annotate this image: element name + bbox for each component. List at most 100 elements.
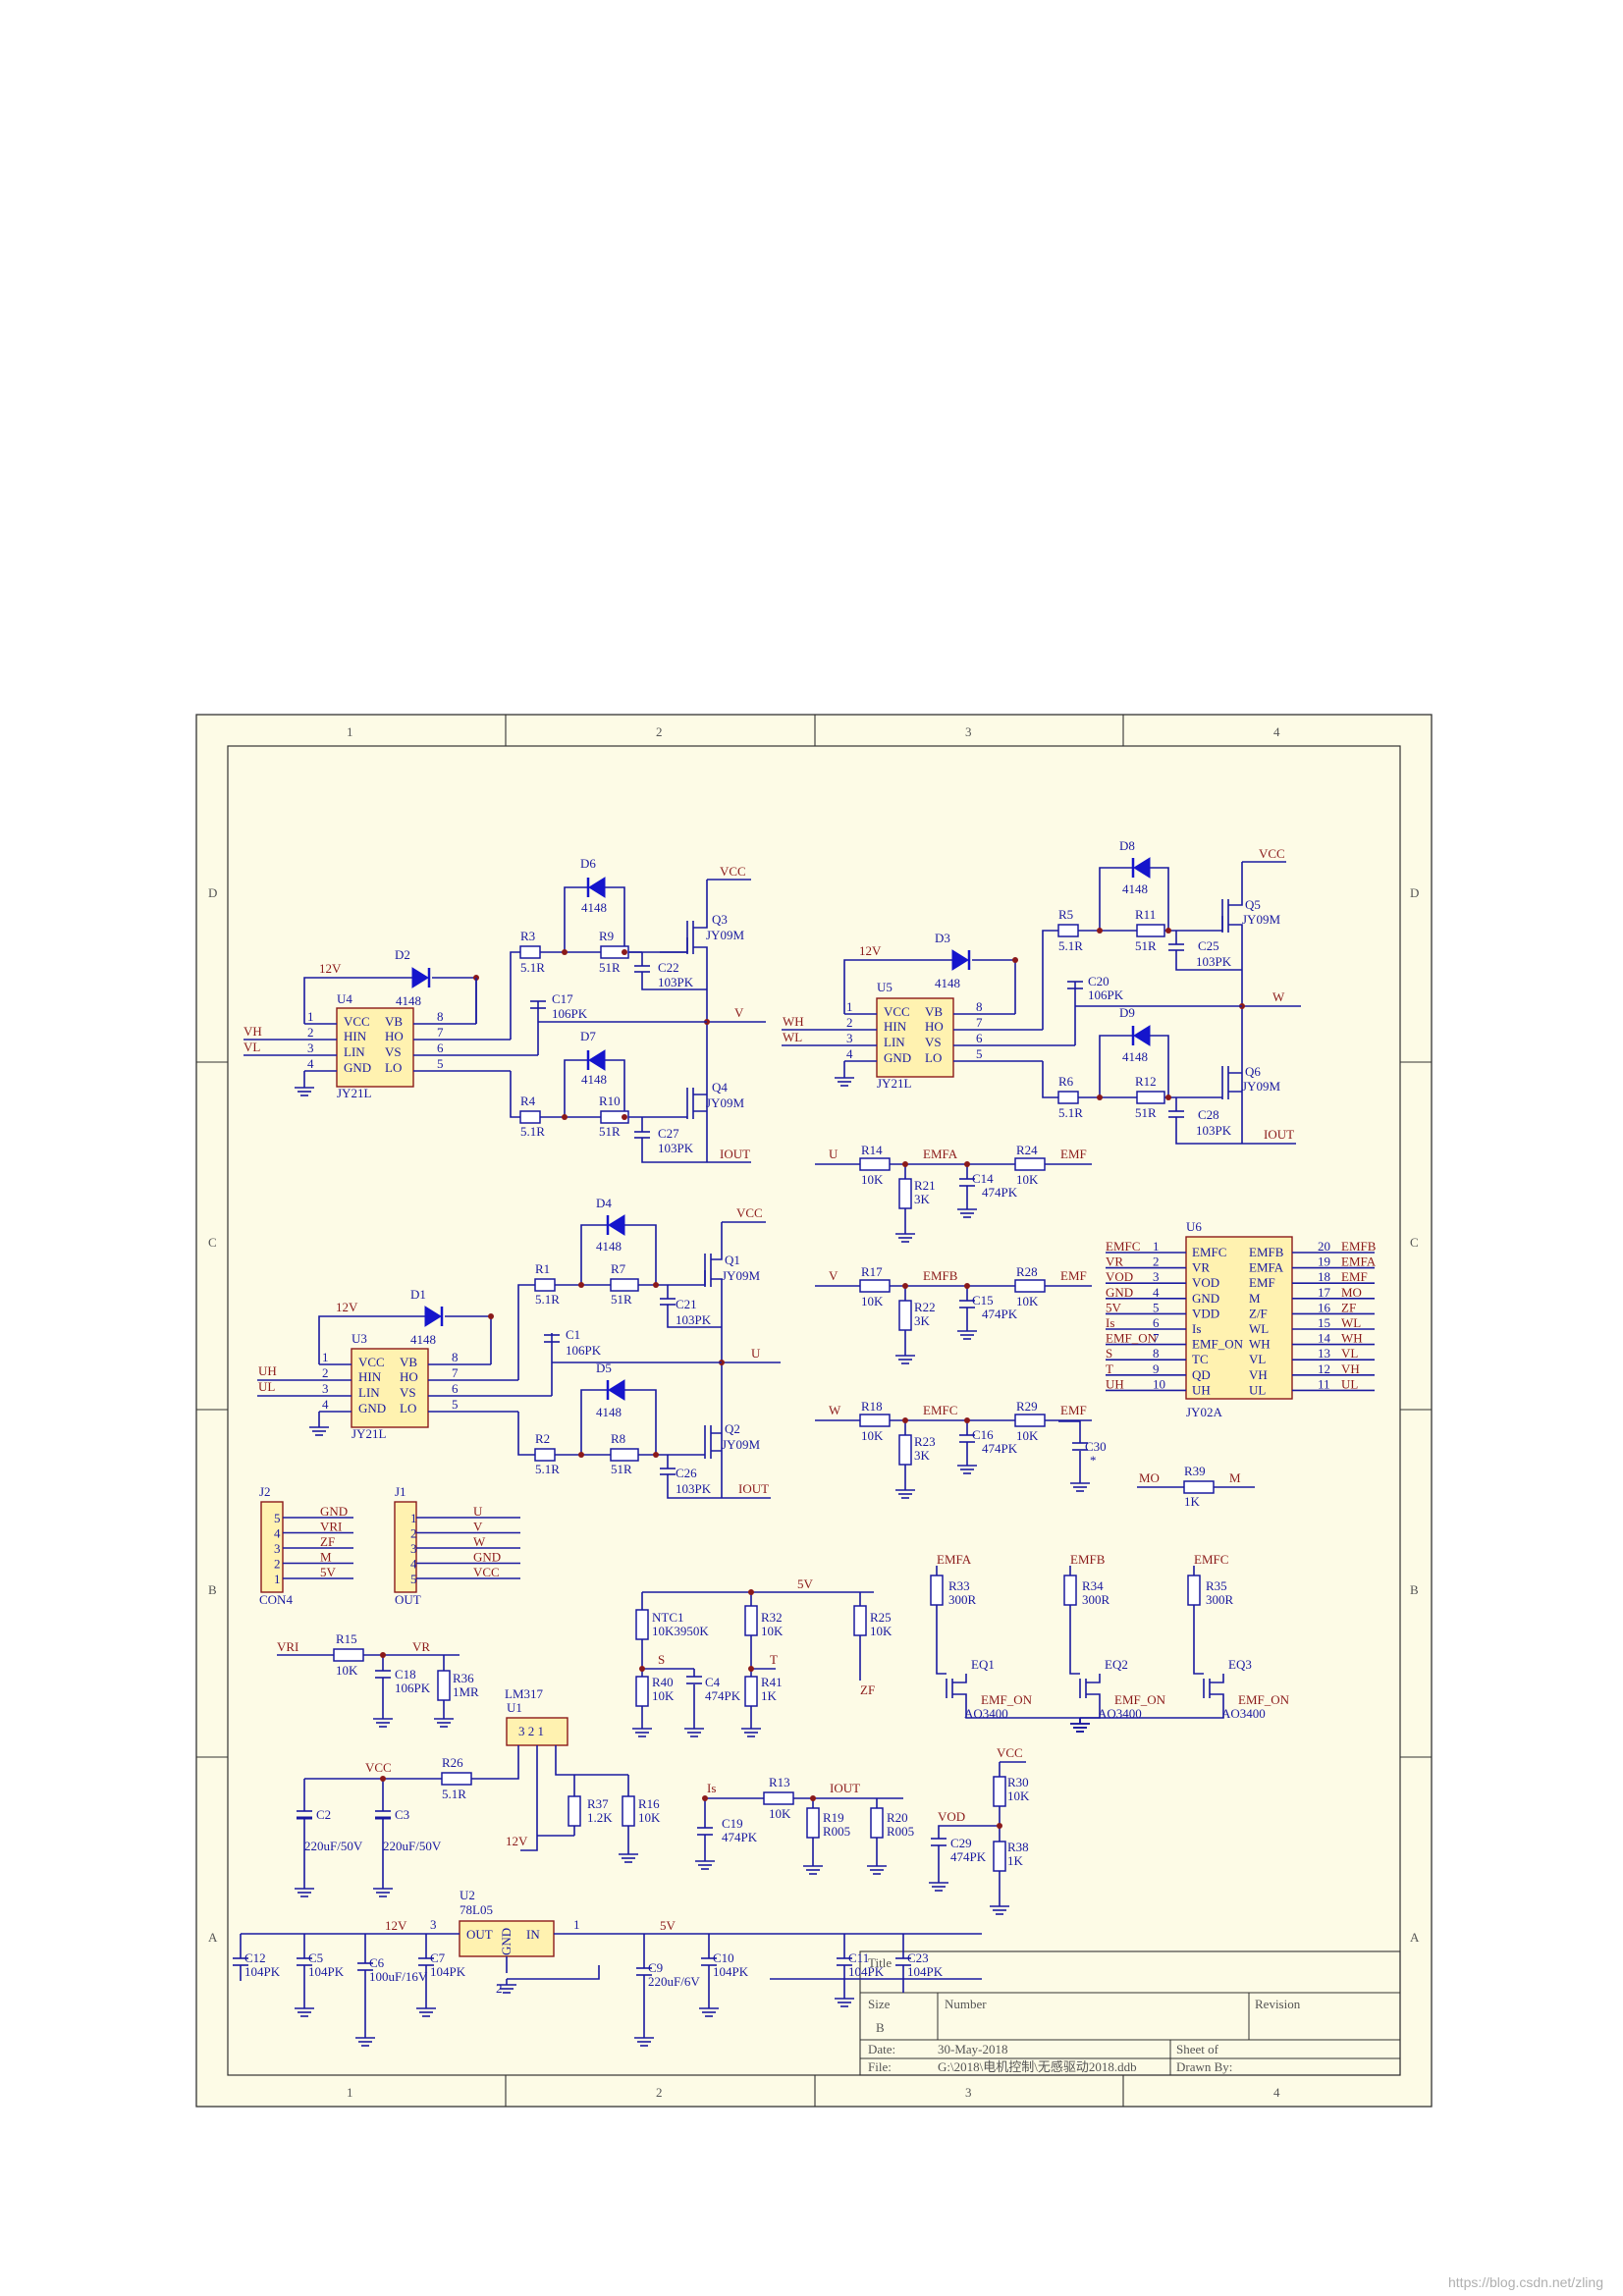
pin-number: 2 <box>274 1557 281 1572</box>
ref: Q3 <box>712 912 728 927</box>
ref: R19 <box>823 1810 844 1825</box>
net-m: M <box>1229 1470 1241 1485</box>
pin-name: LO <box>400 1401 416 1415</box>
value: 5.1R <box>1058 938 1083 953</box>
resistor-body <box>1063 1575 1077 1606</box>
pin-name: EMF_ON <box>1192 1337 1244 1352</box>
value: 106PK <box>395 1681 431 1695</box>
value: 5.1R <box>520 960 545 975</box>
pin-number: 7 <box>437 1025 444 1040</box>
pin-name: Z/F <box>1249 1306 1268 1320</box>
value: 4148 <box>396 993 421 1008</box>
pin-name: VCC <box>344 1014 370 1029</box>
ref: D7 <box>580 1029 596 1043</box>
net-vod: VOD <box>938 1809 965 1824</box>
pin-name: VB <box>385 1014 403 1029</box>
value: JY09M <box>706 1095 744 1110</box>
net-w: W <box>1272 989 1285 1004</box>
ref: C11 <box>848 1950 869 1965</box>
pin-number: 4 <box>307 1056 314 1071</box>
ref: R5 <box>1058 907 1073 922</box>
ref: R22 <box>914 1300 936 1314</box>
ref: R4 <box>520 1094 536 1108</box>
value: OUT <box>395 1592 421 1607</box>
pin-net: 5V <box>1106 1300 1122 1314</box>
value: JY09M <box>722 1437 760 1452</box>
connector-j2-body <box>260 1501 284 1593</box>
value: * <box>1090 1453 1097 1468</box>
value: 10K <box>336 1663 358 1678</box>
pin-name: HIN <box>884 1019 907 1034</box>
net-v: V <box>734 1005 744 1020</box>
ref: R10 <box>599 1094 621 1108</box>
pin-net: VL <box>1341 1346 1358 1361</box>
value: 4148 <box>581 900 607 915</box>
pin-number: 3 <box>1153 1269 1160 1284</box>
pin-net: S <box>1106 1346 1112 1361</box>
value: 5.1R <box>520 1124 545 1139</box>
value: CON4 <box>259 1592 293 1607</box>
pin-number: 18 <box>1318 1269 1330 1284</box>
resistor-body <box>1014 1157 1046 1171</box>
ref: C29 <box>950 1836 972 1850</box>
pin-net: UL <box>1341 1376 1358 1391</box>
ref: D9 <box>1119 1005 1135 1020</box>
value: 100uF/16V <box>369 1969 428 1984</box>
resistor-body <box>1187 1575 1201 1606</box>
pin-name: WH <box>1249 1337 1271 1352</box>
value: 104PK <box>907 1964 944 1979</box>
value: 104PK <box>848 1964 885 1979</box>
pin-net: EMFA <box>1341 1255 1377 1269</box>
zone-row-label-left: A <box>208 1930 218 1945</box>
ref: R26 <box>442 1755 463 1770</box>
watermark: https://blog.csdn.net/zling <box>1448 2274 1603 2290</box>
pin-number: 1 <box>846 999 853 1014</box>
ref: C2 <box>316 1807 331 1822</box>
pin-number: 4 <box>1153 1285 1160 1300</box>
net-vcc: VCC <box>736 1205 763 1220</box>
chip-u5-part: JY21L <box>877 1076 911 1091</box>
net-iout: IOUT <box>1264 1127 1294 1142</box>
net-vr: VR <box>412 1639 430 1654</box>
pin-number: 2 <box>410 1526 417 1541</box>
value: 300R <box>948 1592 977 1607</box>
value: 10K <box>1016 1428 1039 1443</box>
value: JY09M <box>1242 1079 1280 1094</box>
pin-number: 10 <box>1153 1376 1165 1391</box>
zone-row-label-left: B <box>208 1582 217 1597</box>
pin-number: 1 <box>307 1009 314 1024</box>
value: 3K <box>914 1313 931 1328</box>
ref: C1 <box>566 1327 580 1342</box>
pin-number: 8 <box>976 999 983 1014</box>
pin-net: T <box>1106 1362 1113 1376</box>
title-label: Title <box>868 1955 892 1970</box>
net-node: EMFC <box>923 1403 957 1417</box>
pin-name: LO <box>385 1060 402 1075</box>
net-vl: VL <box>243 1040 260 1054</box>
pin-net: VH <box>1341 1362 1360 1376</box>
ref: C10 <box>713 1950 734 1965</box>
pin-number: 6 <box>976 1031 983 1045</box>
pin-net: UH <box>1106 1376 1124 1391</box>
ref: R41 <box>761 1675 783 1689</box>
pin-name: VS <box>385 1044 402 1059</box>
net-12v: 12V <box>319 961 342 976</box>
chip-u4-ref: U4 <box>337 991 352 1006</box>
value: 220uF/50V <box>383 1839 442 1853</box>
net-uh: UH <box>258 1363 277 1378</box>
value: 51R <box>1135 1105 1157 1120</box>
net-wh: WH <box>783 1014 804 1029</box>
value: 51R <box>1135 938 1157 953</box>
net-12v: 12V <box>385 1918 407 1933</box>
pin-name: HO <box>400 1369 418 1384</box>
ref: R12 <box>1135 1074 1157 1089</box>
pin-net: GND <box>320 1504 348 1519</box>
ref: R32 <box>761 1610 783 1625</box>
pin-number: 7 <box>1153 1331 1160 1346</box>
ref: R16 <box>638 1796 660 1811</box>
pin-net: W <box>473 1534 486 1549</box>
ref: C4 <box>705 1675 721 1689</box>
chip-u6-ref: U6 <box>1186 1219 1202 1234</box>
